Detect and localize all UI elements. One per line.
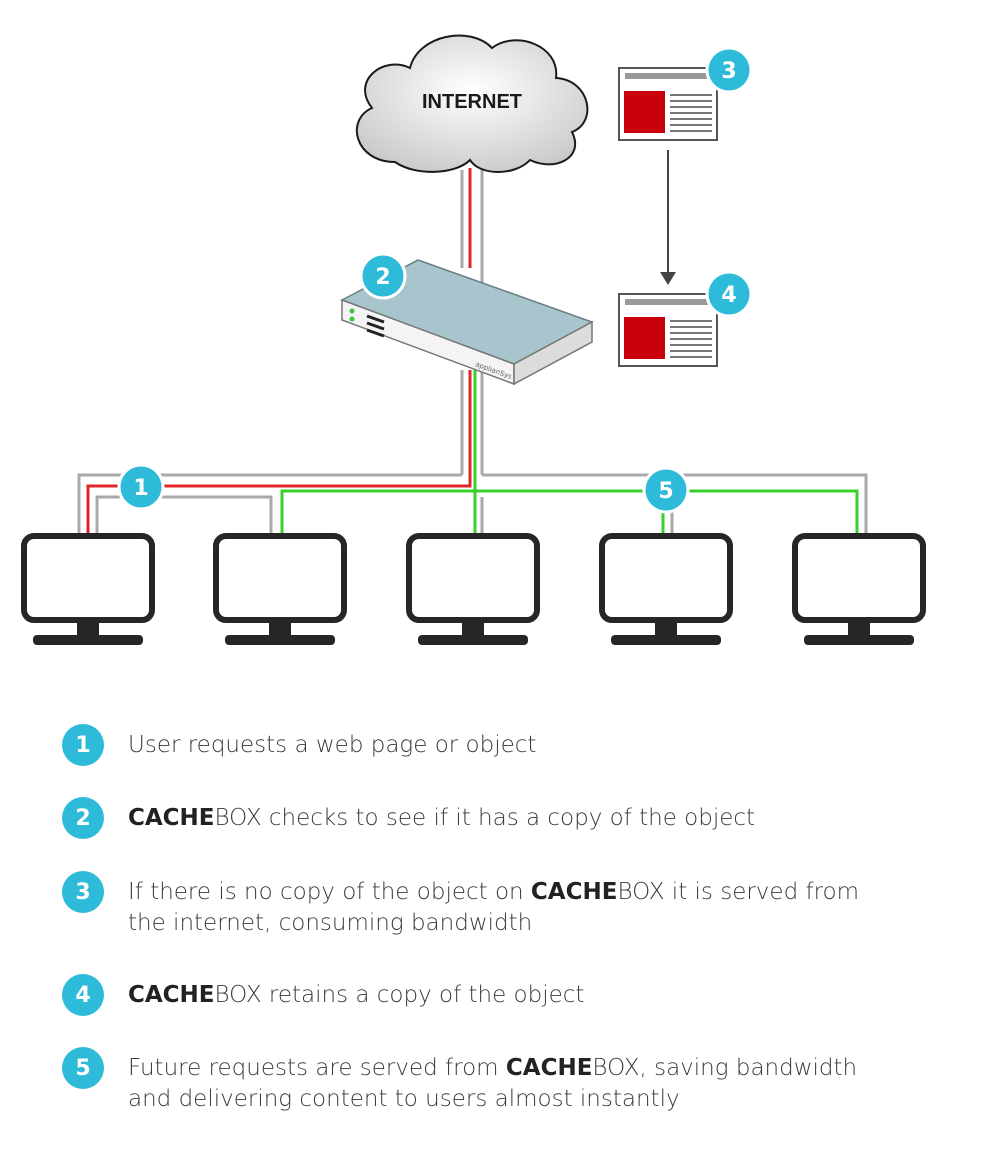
step-1-text: User requests a web page or object — [128, 732, 537, 758]
badge-4: 4 — [705, 270, 753, 318]
badge-2: 2 — [359, 252, 407, 300]
step-5: 5 Future requests are served from CACHEB… — [62, 1047, 962, 1117]
step-2-badge: 2 — [62, 797, 104, 839]
monitor-5-icon — [792, 533, 926, 645]
step-3-badge: 3 — [62, 871, 104, 913]
step-1-badge: 1 — [62, 724, 104, 766]
copy-arrow — [660, 150, 676, 285]
svg-text:1: 1 — [133, 476, 148, 501]
web-page-icon-cached — [618, 293, 718, 367]
monitor-1-icon — [21, 533, 155, 645]
cache-path — [280, 370, 859, 533]
step-3-text: If there is no copy of the object on CAC… — [128, 879, 859, 936]
internet-cloud: INTERNET — [355, 34, 589, 173]
step-4: 4 CACHEBOX retains a copy of the object — [62, 974, 962, 1044]
badge-5: 5 — [642, 466, 690, 514]
step-1: 1 User requests a web page or object — [62, 724, 962, 794]
cachebox-diagram: INTERNET applianSys — [21, 34, 926, 645]
web-page-icon-origin — [618, 67, 718, 141]
svg-text:4: 4 — [721, 283, 736, 308]
badge-1: 1 — [117, 463, 165, 511]
monitor-3-icon — [406, 533, 540, 645]
svg-text:3: 3 — [721, 59, 736, 84]
svg-text:5: 5 — [658, 479, 673, 504]
monitor-2-icon — [213, 533, 347, 645]
internet-label: INTERNET — [422, 91, 522, 113]
svg-text:2: 2 — [375, 265, 390, 290]
step-5-text: Future requests are served from CACHEBOX… — [128, 1055, 858, 1112]
step-4-text: CACHEBOX retains a copy of the object — [128, 982, 585, 1008]
badge-3: 3 — [705, 46, 753, 94]
step-4-badge: 4 — [62, 974, 104, 1016]
step-5-badge: 5 — [62, 1047, 104, 1089]
monitor-4-icon — [599, 533, 733, 645]
step-2: 2 CACHEBOX checks to see if it has a cop… — [62, 797, 962, 867]
network-cables — [77, 170, 868, 533]
step-3: 3 If there is no copy of the object on C… — [62, 871, 962, 941]
step-2-text: CACHEBOX checks to see if it has a copy … — [128, 805, 756, 831]
request-path — [86, 168, 472, 533]
